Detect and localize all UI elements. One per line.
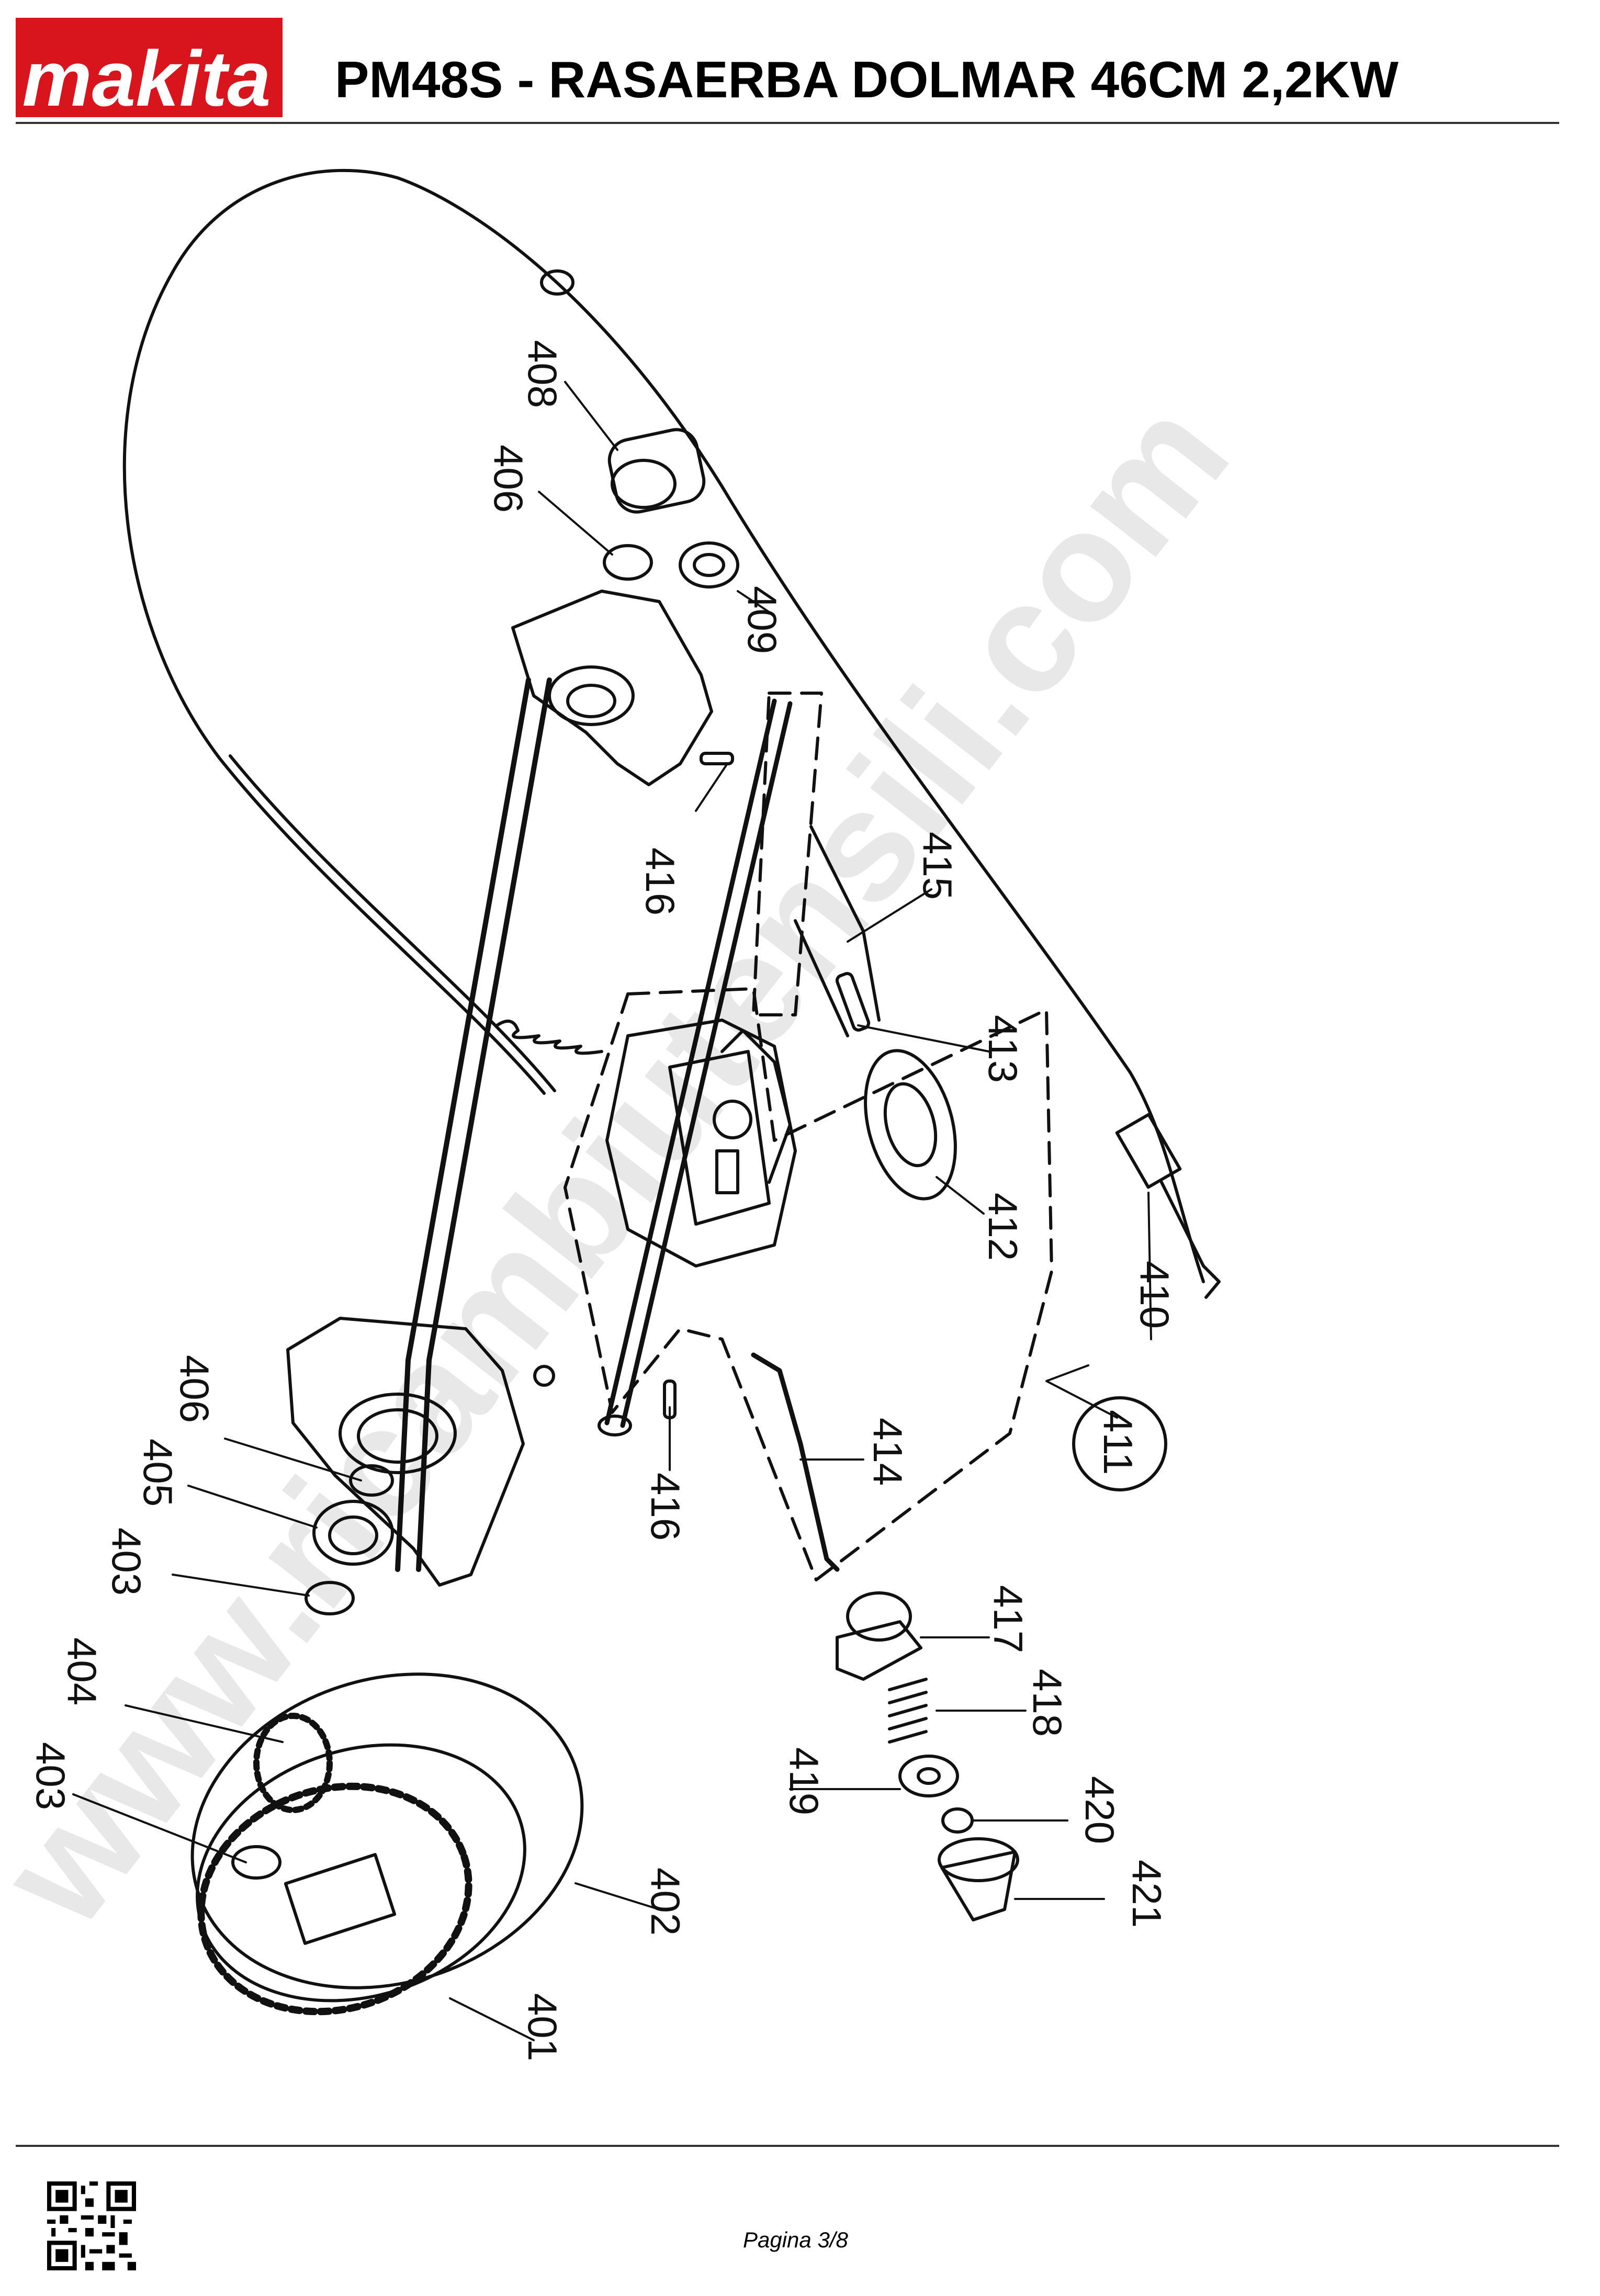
axle-rod xyxy=(395,677,531,1572)
label-406-top: 406 xyxy=(486,445,532,513)
page-title: PM48S - RASAERBA DOLMAR 46CM 2,2KW xyxy=(335,51,1399,108)
cap-421 xyxy=(940,1850,1017,1921)
footer-divider xyxy=(16,2145,1559,2147)
label-410: 410 xyxy=(1132,1261,1178,1329)
logo-text: makita xyxy=(22,35,271,117)
exploded-parts-diagram: 408 406 409 416 415 413 412 410 411 406 … xyxy=(28,168,1221,2061)
label-415: 415 xyxy=(915,832,961,900)
label-419: 419 xyxy=(781,1747,827,1815)
control-cable xyxy=(122,168,1205,1283)
pulley-412 xyxy=(864,1049,957,1201)
label-411: 411 xyxy=(1095,1410,1141,1475)
label-420: 420 xyxy=(1077,1776,1123,1844)
label-412: 412 xyxy=(980,1193,1026,1261)
lower-bracket xyxy=(286,1317,525,1587)
label-404: 404 xyxy=(59,1637,105,1705)
label-416-bottom: 416 xyxy=(643,1473,689,1541)
label-408: 408 xyxy=(520,340,566,408)
spring-418 xyxy=(888,1678,928,1744)
label-403-top: 403 xyxy=(104,1528,150,1596)
label-413: 413 xyxy=(980,1015,1026,1083)
label-418: 418 xyxy=(1024,1669,1071,1737)
gearbox xyxy=(605,1019,797,1268)
qr-code-icon xyxy=(47,2181,136,2270)
upper-bracket xyxy=(511,590,713,786)
page-number: Pagina 3/8 xyxy=(743,2227,848,2252)
header-divider xyxy=(16,122,1559,124)
assembly-411-outline xyxy=(752,692,823,1016)
label-414: 414 xyxy=(865,1418,911,1486)
label-421: 421 xyxy=(1124,1860,1170,1928)
makita-logo: makita xyxy=(16,18,283,117)
part-417 xyxy=(836,1620,922,1681)
label-405: 405 xyxy=(135,1439,181,1507)
label-403-bottom: 403 xyxy=(28,1742,74,1810)
label-401: 401 xyxy=(520,1993,566,2061)
label-417: 417 xyxy=(985,1585,1031,1653)
label-402: 402 xyxy=(643,1868,689,1936)
label-416-top: 416 xyxy=(637,847,683,915)
label-409: 409 xyxy=(739,586,785,654)
label-406-bottom: 406 xyxy=(172,1355,218,1423)
